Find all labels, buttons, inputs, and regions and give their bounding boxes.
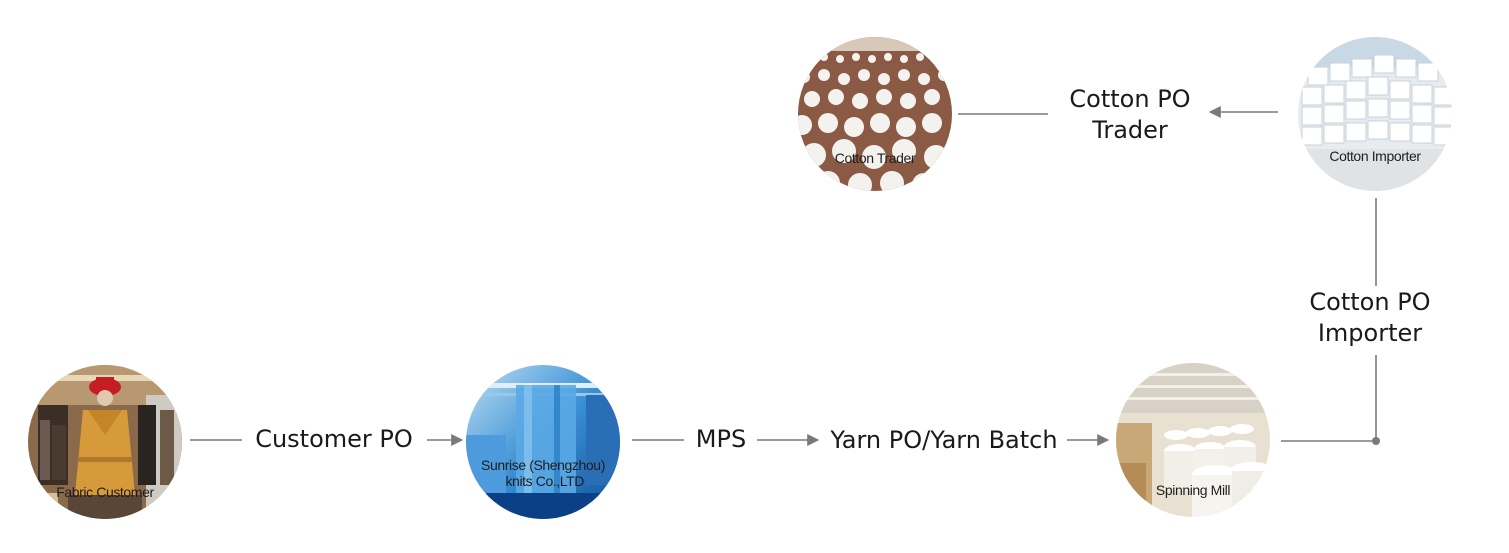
edge-label-cotton-po-importer: Cotton PO Importer bbox=[1309, 288, 1431, 347]
node-label-cotton-trader: Cotton Trader bbox=[834, 150, 916, 166]
edge-label-cotton-po-trader: Cotton PO Trader bbox=[1069, 85, 1191, 144]
clothing-store-photo-icon bbox=[28, 365, 182, 519]
cotton-bales-photo-icon bbox=[1298, 37, 1452, 191]
node-spinning-mill[interactable]: Spinning Mill bbox=[1116, 363, 1270, 517]
cotton-field-photo-icon bbox=[798, 37, 952, 191]
node-cotton-trader[interactable]: Cotton Trader bbox=[798, 37, 952, 191]
node-fabric-customer[interactable]: Fabric Customer bbox=[28, 365, 182, 519]
node-label-cotton-importer: Cotton Importer bbox=[1329, 148, 1421, 164]
edge-label-yarn-po: Yarn PO/Yarn Batch bbox=[830, 426, 1058, 454]
blue-fabric-photo-icon bbox=[466, 365, 620, 519]
node-label-fabric-customer: Fabric Customer bbox=[56, 484, 154, 500]
node-label-sunrise-knits: Sunrise (Shengzhou) knits Co.,LTD bbox=[481, 457, 605, 489]
node-label-spinning-mill: Spinning Mill bbox=[1155, 482, 1231, 498]
edge-label-mps: MPS bbox=[695, 425, 747, 453]
spinning-mill-photo-icon bbox=[1116, 363, 1270, 517]
edge-label-customer-po: Customer PO bbox=[255, 425, 413, 453]
node-sunrise-knits[interactable]: Sunrise (Shengzhou) knits Co.,LTD bbox=[466, 365, 620, 519]
node-cotton-importer[interactable]: Cotton Importer bbox=[1298, 37, 1452, 191]
